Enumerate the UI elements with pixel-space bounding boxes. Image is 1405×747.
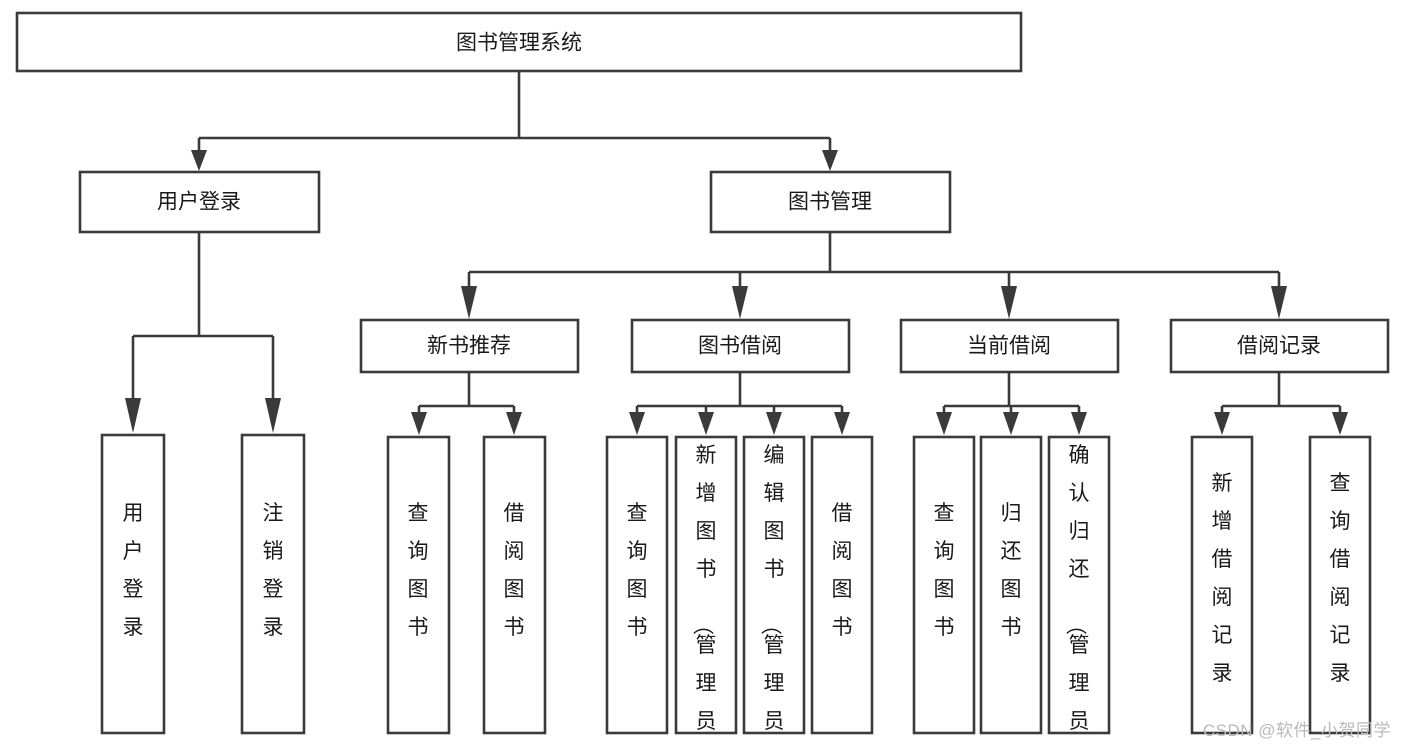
arrow-to-leaf-logout (265, 398, 281, 433)
node-leaf-query-book-3-label: 查询图书 (934, 502, 955, 639)
node-book-borrow-label: 图书借阅 (698, 335, 782, 358)
arrow-to-leaf-borrow-book-1 (506, 412, 522, 435)
arrow-to-leaf-borrow-book-2 (834, 412, 850, 435)
node-user-login-label: 用户登录 (157, 191, 241, 214)
node-new-book-recommend-box[interactable] (359, 318, 580, 374)
node-leaf-query-record-box[interactable] (1308, 435, 1372, 735)
node-user-login-box[interactable] (78, 170, 321, 234)
node-leaf-borrow-book-2-box[interactable] (810, 435, 874, 735)
node-leaf-confirm-return-box[interactable] (1047, 435, 1111, 735)
node-leaf-query-book-2[interactable]: 查询图书 (605, 435, 669, 735)
edge-group (125, 72, 1348, 435)
node-leaf-borrow-book-1-label: 借阅图书 (504, 502, 525, 639)
node-root[interactable]: 图书管理系统 (15, 11, 1023, 73)
node-leaf-query-book-1[interactable]: 查询图书 (386, 435, 451, 735)
arrow-to-leaf-add-record (1214, 412, 1230, 435)
node-borrow-record-label: 借阅记录 (1237, 335, 1321, 358)
arrow-to-book-borrow (732, 286, 748, 319)
node-leaf-query-book-3-box[interactable] (912, 435, 976, 735)
node-root-box[interactable] (15, 11, 1023, 73)
node-leaf-borrow-book-2[interactable]: 借阅图书 (810, 435, 874, 735)
node-root-label: 图书管理系统 (456, 32, 582, 55)
node-leaf-confirm-return-label: 确认归还（管理员） (1064, 444, 1090, 747)
node-book-management[interactable]: 图书管理 (709, 170, 952, 234)
node-leaf-logout[interactable]: 注销登录 (240, 433, 306, 735)
node-book-management-label: 图书管理 (788, 191, 872, 214)
arrow-to-leaf-edit-book (766, 412, 782, 435)
arrow-to-user-login (191, 150, 207, 171)
node-new-book-recommend[interactable]: 新书推荐 (359, 318, 580, 374)
node-leaf-confirm-return[interactable]: 确认归还（管理员） (1047, 435, 1111, 747)
node-current-borrow-box[interactable] (899, 318, 1120, 374)
node-borrow-record[interactable]: 借阅记录 (1169, 318, 1390, 374)
node-leaf-add-book-label: 新增图书（管理员） (691, 444, 717, 747)
arrow-to-book-management (822, 150, 838, 171)
node-current-borrow[interactable]: 当前借阅 (899, 318, 1120, 374)
node-leaf-user-login[interactable]: 用户登录 (100, 433, 166, 735)
node-leaf-edit-book-label: 编辑图书（管理员） (759, 444, 785, 747)
node-current-borrow-label: 当前借阅 (967, 335, 1051, 358)
arrow-to-new-book-recommend (461, 286, 477, 319)
arrow-to-leaf-query-book-3 (936, 412, 952, 435)
arrow-to-current-borrow (1001, 286, 1017, 319)
node-leaf-query-record-label: 查询借阅记录 (1330, 472, 1351, 685)
node-leaf-add-record[interactable]: 新增借阅记录 (1190, 435, 1254, 735)
arrow-to-leaf-return-book (1003, 412, 1019, 435)
node-leaf-return-book-box[interactable] (979, 435, 1043, 735)
arrow-to-leaf-query-record (1332, 412, 1348, 435)
node-user-login[interactable]: 用户登录 (78, 170, 321, 234)
node-leaf-query-record[interactable]: 查询借阅记录 (1308, 435, 1372, 735)
node-leaf-return-book-label: 归还图书 (1001, 502, 1022, 639)
arrow-to-leaf-user-login (125, 398, 141, 433)
node-leaf-user-login-box[interactable] (100, 433, 166, 735)
node-borrow-record-box[interactable] (1169, 318, 1390, 374)
arrow-to-borrow-record (1271, 286, 1287, 319)
node-leaf-query-book-3[interactable]: 查询图书 (912, 435, 976, 735)
node-leaf-add-book[interactable]: 新增图书（管理员） (674, 435, 738, 747)
node-leaf-logout-label: 注销登录 (263, 502, 284, 639)
node-leaf-logout-box[interactable] (240, 433, 306, 735)
watermark: CSDN @软件_小贺同学 (1202, 721, 1391, 740)
arrow-to-leaf-confirm-return (1071, 412, 1087, 435)
node-leaf-query-book-2-box[interactable] (605, 435, 669, 735)
node-leaf-borrow-book-1[interactable]: 借阅图书 (482, 435, 547, 735)
node-leaf-user-login-label: 用户登录 (123, 502, 144, 639)
arrow-to-leaf-add-book (698, 412, 714, 435)
node-leaf-return-book[interactable]: 归还图书 (979, 435, 1043, 735)
node-leaf-add-book-box[interactable] (674, 435, 738, 735)
node-book-borrow-box[interactable] (630, 318, 851, 374)
node-leaf-borrow-book-1-box[interactable] (482, 435, 547, 735)
node-book-borrow[interactable]: 图书借阅 (630, 318, 851, 374)
node-leaf-query-book-1-label: 查询图书 (408, 502, 429, 639)
node-leaf-edit-book-box[interactable] (742, 435, 806, 735)
node-book-management-box[interactable] (709, 170, 952, 234)
node-leaf-edit-book[interactable]: 编辑图书（管理员） (742, 435, 806, 747)
arrow-to-leaf-query-book-1 (411, 412, 427, 435)
node-leaf-add-record-box[interactable] (1190, 435, 1254, 735)
node-new-book-recommend-label: 新书推荐 (427, 335, 511, 358)
node-leaf-add-record-label: 新增借阅记录 (1212, 472, 1233, 685)
node-leaf-query-book-1-box[interactable] (386, 435, 451, 735)
node-leaf-borrow-book-2-label: 借阅图书 (832, 502, 853, 639)
node-leaf-query-book-2-label: 查询图书 (627, 502, 648, 639)
arrow-to-leaf-query-book-2 (629, 412, 645, 435)
